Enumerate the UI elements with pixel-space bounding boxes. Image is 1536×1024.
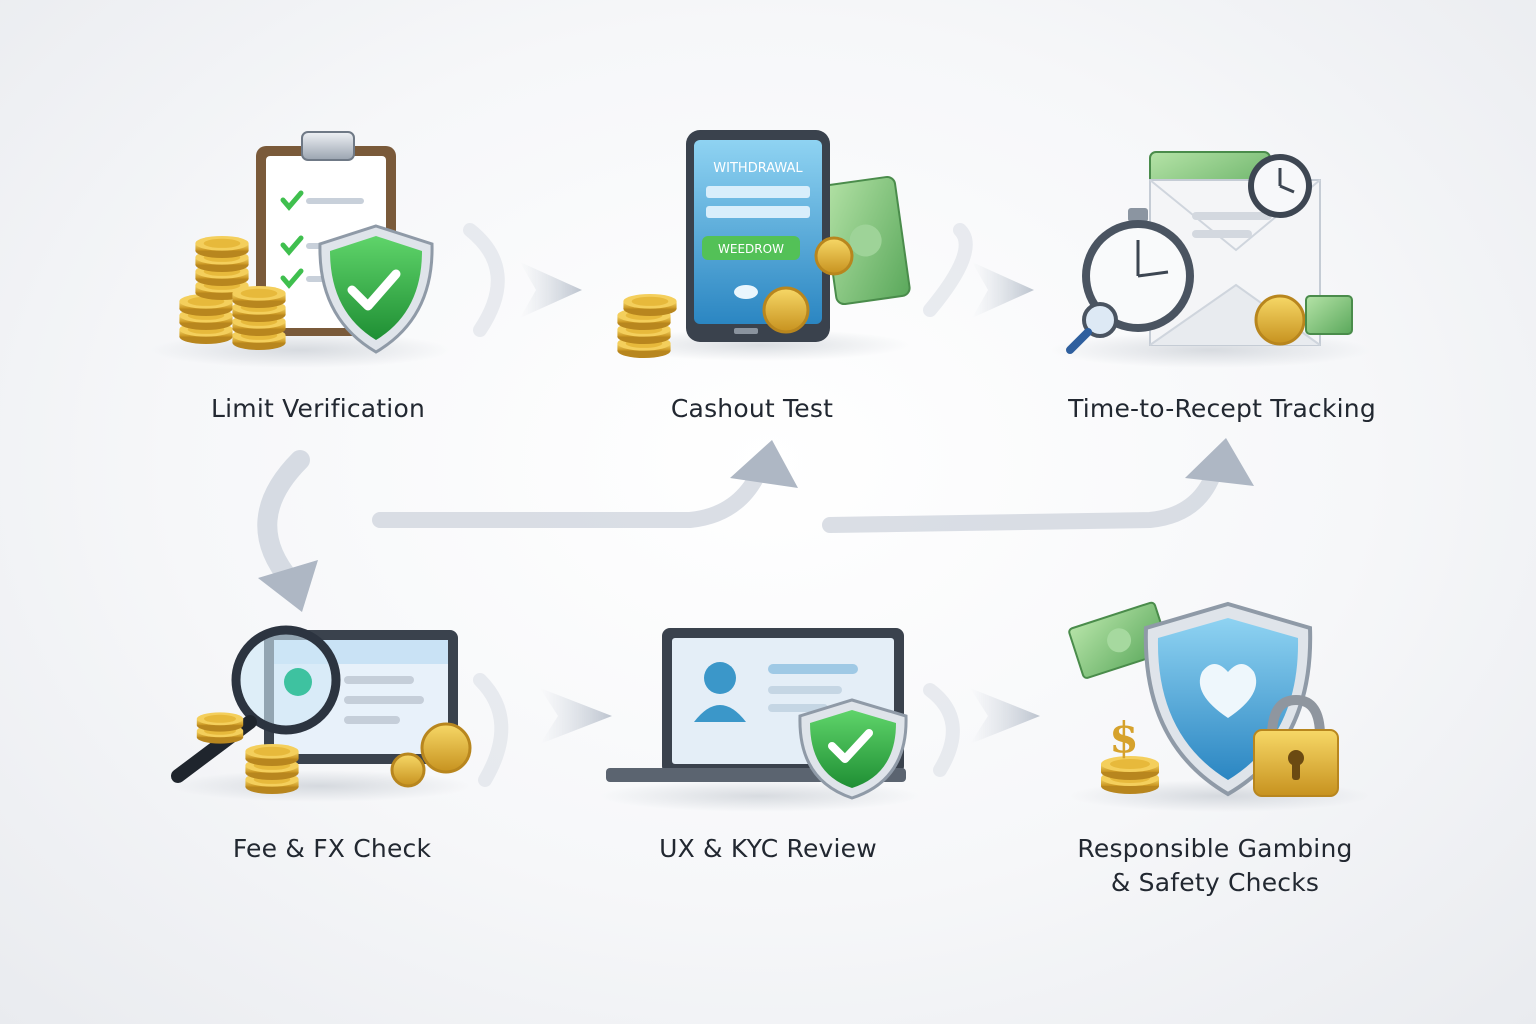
step-label-responsible-gambling-line2: & Safety Checks bbox=[1110, 868, 1320, 897]
step-label-limit-verification: Limit Verification bbox=[211, 394, 425, 423]
step-label-time-to-recept-tracking: Time-to-Recept Tracking bbox=[1068, 394, 1376, 423]
shield-heart-lock-icon: $ bbox=[1068, 601, 1370, 812]
arrow-ux-up-to-tracking bbox=[822, 438, 1254, 533]
clipboard-coins-shield-icon bbox=[150, 131, 450, 368]
arrow-ux-to-responsible bbox=[923, 683, 1040, 777]
arrow-limit-down-to-fee bbox=[257, 450, 318, 612]
step-label-cashout-test: Cashout Test bbox=[670, 394, 834, 423]
stopwatch-envelope-icon bbox=[1050, 151, 1370, 368]
withdraw-screen-button: WEEDROW bbox=[718, 242, 784, 256]
arrow-limit-to-cashout bbox=[463, 223, 582, 337]
svg-text:$: $ bbox=[1109, 713, 1138, 762]
step-label-responsible-gambling-line1: Responsible Gambing bbox=[1077, 834, 1353, 863]
step-label-fee-fx-check: Fee & FX Check bbox=[232, 834, 432, 863]
laptop-profile-shield-icon bbox=[600, 628, 920, 812]
arrow-fee-up-to-cashout bbox=[372, 440, 798, 528]
step-label-ux-kyc-review: UX & KYC Review bbox=[659, 834, 877, 863]
arrow-fee-to-ux bbox=[473, 673, 612, 787]
arrow-cashout-to-tracking bbox=[923, 223, 1034, 318]
withdrawal-screen-title: WITHDRAWAL bbox=[713, 161, 803, 176]
phone-withdrawal-icon: WITHDRAWAL WEEDROW bbox=[610, 130, 911, 361]
step-label-responsible-gambling: Responsible Gambing & Safety Checks bbox=[1040, 832, 1390, 900]
laptop-magnifier-coins-icon bbox=[170, 625, 472, 802]
